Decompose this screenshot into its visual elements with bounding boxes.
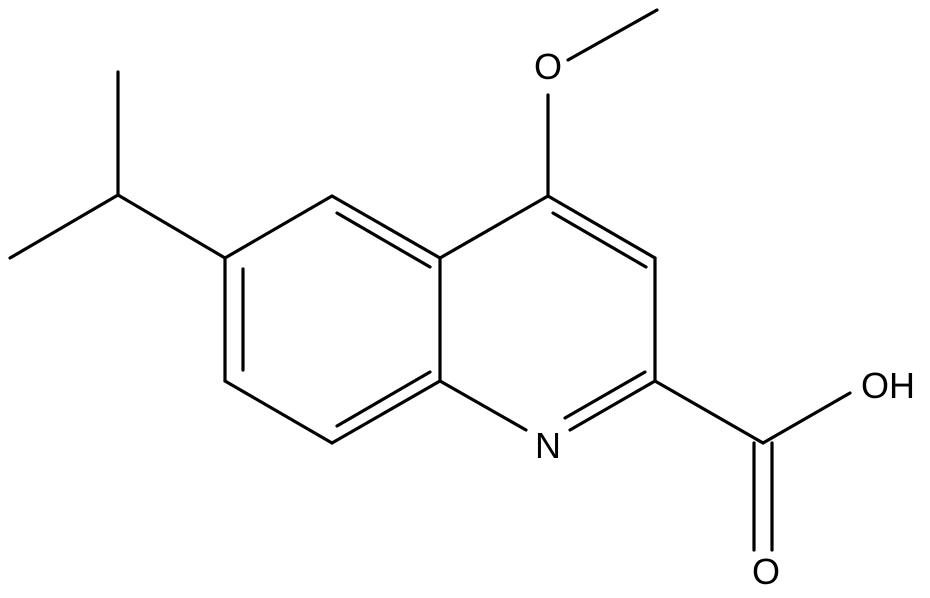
bond-c5-c4a [330,194,442,260]
atom-nitrogen: N [535,425,561,466]
bond-c2-n1 [568,379,657,432]
bond-c2-n1-inner [563,370,647,420]
bond-isopropyl-methyl-left [8,193,120,260]
atom-oxygen-carbonyl: O [752,551,780,592]
bond-c6-c5 [223,194,334,260]
bond-c8a-c8-inner [335,370,432,428]
bond-n1-c8a [438,379,528,432]
atom-labels: O N OH O [534,46,915,592]
bond-isopropyl-ring [116,193,227,260]
bond-o-methyl [566,8,659,62]
atom-oxygen-methoxy: O [534,46,562,87]
bond-c5-c4a-inner [335,211,432,269]
bond-c4-c3 [546,194,657,260]
bond-c8-c7 [223,379,334,445]
bond-c4a-c4 [438,194,550,260]
bond-c2-carboxyl [653,379,765,445]
bond-carboxyl-oh [761,391,852,445]
bond-c4-c3-inner [551,211,648,269]
bond-c8a-c8 [330,379,442,445]
bonds [8,8,852,552]
atom-hydroxyl: OH [861,365,915,406]
